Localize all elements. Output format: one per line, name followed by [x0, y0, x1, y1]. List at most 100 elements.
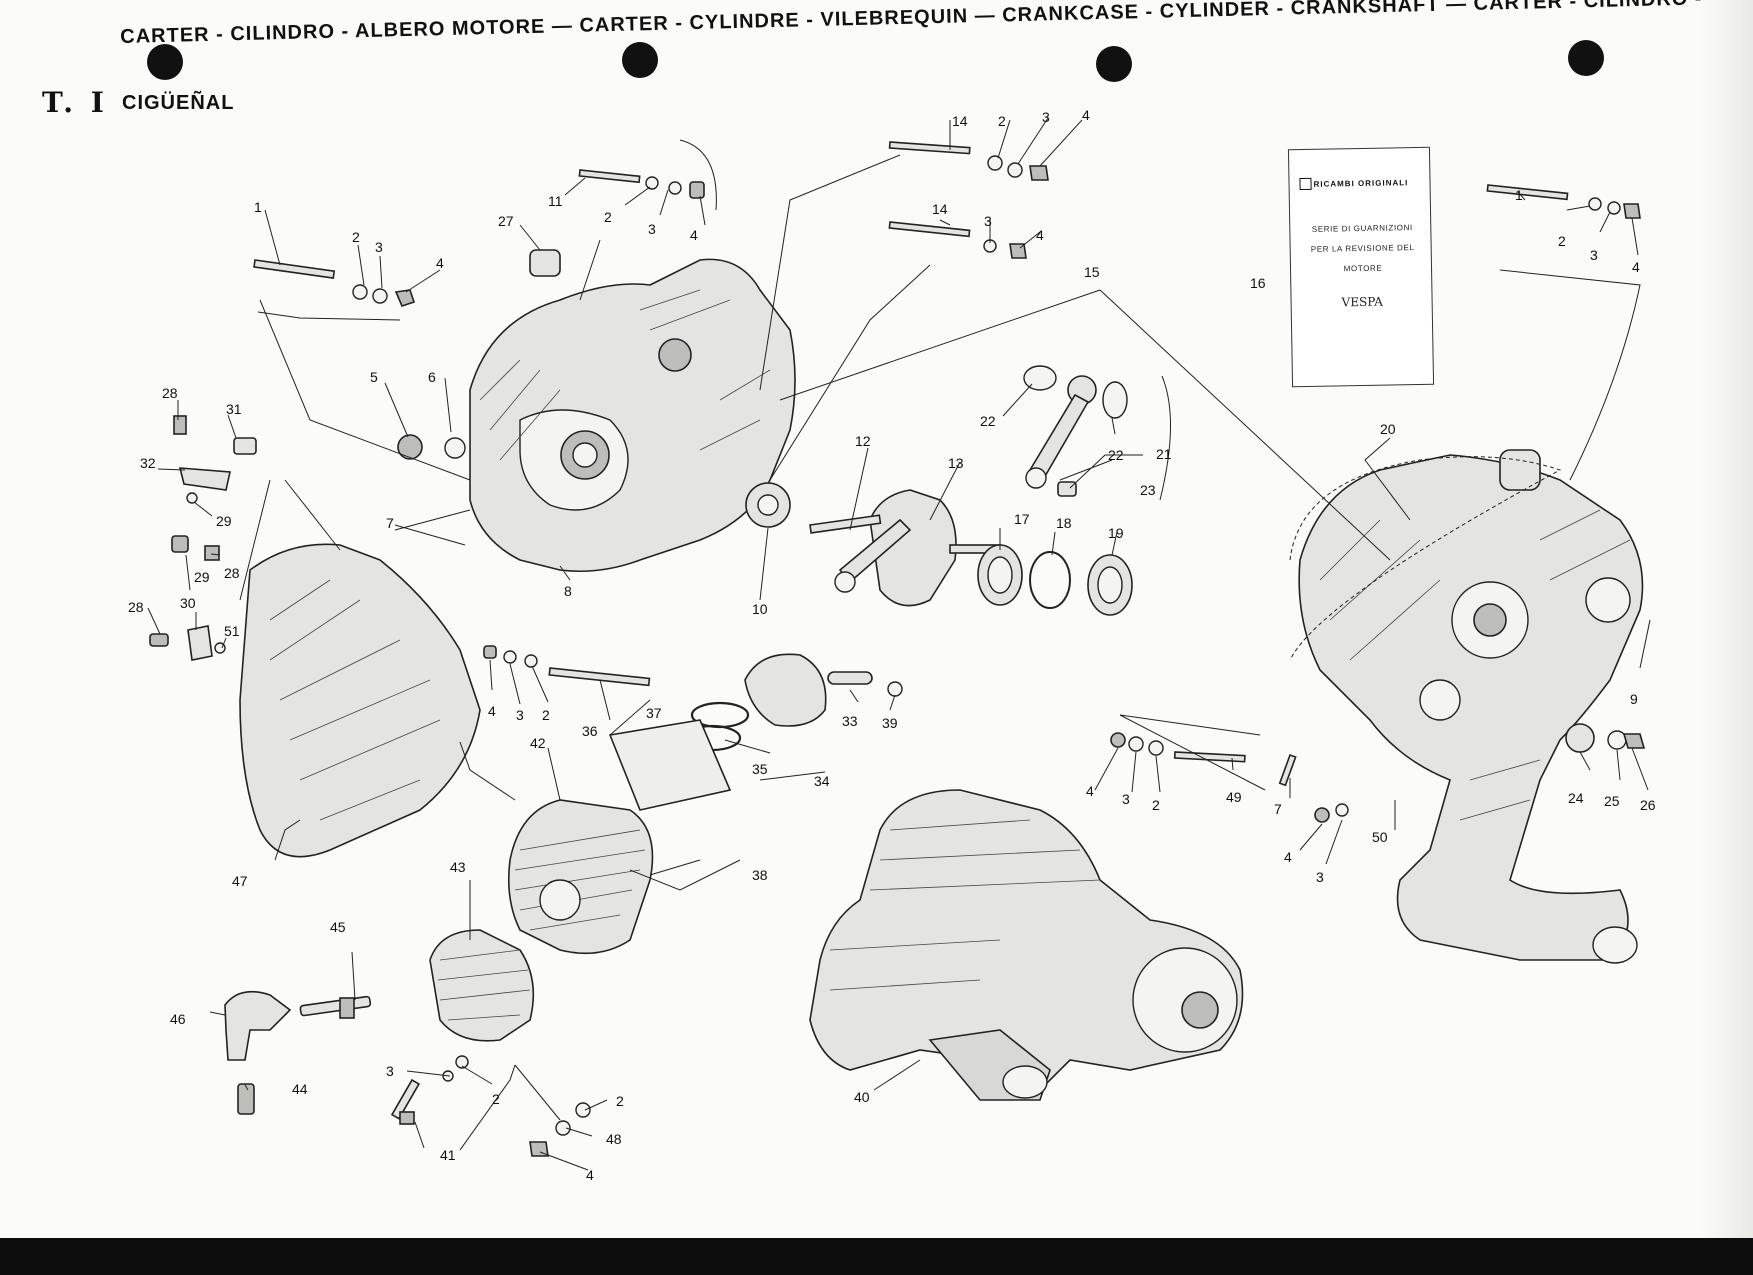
- callout-4: 4: [690, 227, 698, 243]
- callout-37: 37: [646, 705, 662, 721]
- gasket-kit-logo: VESPA: [1341, 294, 1384, 310]
- flywheel-cover-47: [239, 543, 481, 858]
- callout-32: 32: [140, 455, 156, 471]
- callout-3: 3: [648, 221, 656, 237]
- callout-33: 33: [842, 713, 858, 729]
- cylinder-42: [507, 719, 732, 955]
- callout-44: 44: [292, 1081, 308, 1097]
- callout-5: 5: [370, 369, 378, 385]
- callout-11: 11: [548, 193, 563, 209]
- page-edge-shadow: [1700, 0, 1753, 1238]
- callout-13: 13: [948, 455, 964, 471]
- binder-hole-left: [147, 44, 183, 80]
- callout-14: 14: [952, 113, 968, 129]
- callout-numbers: 1 2 3 4 11 2 3 4 14 2 3 4 14 3 4 27 15 1…: [128, 107, 1656, 1183]
- callout-29: 29: [216, 513, 232, 529]
- callout-18: 18: [1056, 515, 1072, 531]
- callout-2: 2: [352, 229, 360, 245]
- callout-41: 41: [440, 1147, 456, 1163]
- connector-44: [237, 1083, 255, 1115]
- callout-4: 4: [1036, 227, 1044, 243]
- plate-id: T. I: [42, 86, 108, 119]
- callout-21: 21: [1156, 446, 1172, 462]
- callout-4: 4: [436, 255, 444, 271]
- callout-19: 19: [1108, 525, 1124, 541]
- callout-2: 2: [542, 707, 550, 723]
- callout-47: 47: [232, 873, 248, 889]
- callout-2: 2: [604, 209, 612, 225]
- callout-7: 7: [1274, 801, 1282, 817]
- callout-40: 40: [854, 1089, 870, 1105]
- callout-49: 49: [1226, 789, 1242, 805]
- scan-border: [0, 1238, 1753, 1275]
- callout-28: 28: [128, 599, 144, 615]
- callout-1: 1: [1515, 187, 1523, 203]
- callout-24: 24: [1568, 790, 1584, 806]
- binder-hole-right: [1568, 40, 1604, 76]
- callout-3: 3: [1122, 791, 1130, 807]
- fittings-right: [1110, 184, 1646, 823]
- callout-2: 2: [1152, 797, 1160, 813]
- small-fittings-left: [149, 415, 466, 661]
- callout-48: 48: [606, 1131, 622, 1147]
- spark-plug-45: [299, 995, 372, 1019]
- crankshaft-13: [809, 489, 1001, 607]
- callout-3: 3: [1590, 247, 1598, 263]
- callout-23: 23: [1140, 482, 1156, 498]
- bolt-set-top-left: [253, 141, 1049, 307]
- callout-3: 3: [1042, 109, 1050, 125]
- callout-29: 29: [194, 569, 210, 585]
- callout-7: 7: [386, 515, 394, 531]
- callout-3: 3: [1316, 869, 1324, 885]
- callout-28: 28: [224, 565, 240, 581]
- callout-43: 43: [450, 859, 466, 875]
- fasteners-bottom: [390, 1055, 591, 1157]
- gasket-kit-line3: MOTORE: [1343, 263, 1383, 274]
- callout-6: 6: [428, 369, 436, 385]
- spark-plug-cap-46: [224, 990, 292, 1061]
- callout-3: 3: [984, 213, 992, 229]
- callout-3: 3: [375, 239, 383, 255]
- callout-30: 30: [180, 595, 196, 611]
- callout-4: 4: [488, 703, 496, 719]
- callout-31: 31: [226, 401, 242, 417]
- callout-25: 25: [1604, 793, 1620, 809]
- callout-2: 2: [1558, 233, 1566, 249]
- gasket-kit-card: RICAMBI ORIGINALI SERIE DI GUARNIZIONI P…: [1287, 146, 1435, 388]
- piston-assembly-34: [682, 653, 903, 752]
- callout-28: 28: [162, 385, 178, 401]
- gasket-kit-description: SERIE DI GUARNIZIONI PER LA REVISIONE DE…: [1304, 218, 1421, 280]
- binder-hole-center: [622, 42, 658, 78]
- callout-2: 2: [492, 1091, 500, 1107]
- callout-42: 42: [530, 735, 546, 751]
- binder-hole-right-center: [1096, 46, 1132, 82]
- callout-3: 3: [516, 707, 524, 723]
- callout-39: 39: [882, 715, 898, 731]
- callout-35: 35: [752, 761, 768, 777]
- gasket-kit-brand: RICAMBI ORIGINALI: [1313, 178, 1409, 189]
- assembled-engine-40: [809, 789, 1244, 1101]
- callout-2: 2: [998, 113, 1006, 129]
- stud-36: [483, 645, 651, 687]
- callout-4: 4: [1632, 259, 1640, 275]
- callout-2: 2: [616, 1093, 624, 1109]
- gasket-kit-line2: PER LA REVISIONE DEL: [1310, 243, 1415, 254]
- connecting-rod-21: [1023, 365, 1128, 497]
- crankshaft-seals-17-18-19: [977, 544, 1133, 616]
- callout-17: 17: [1014, 511, 1030, 527]
- callout-1: 1: [254, 199, 262, 215]
- callout-22: 22: [1108, 447, 1124, 463]
- leader-lines: [147, 117, 1651, 1171]
- callout-27: 27: [498, 213, 514, 229]
- callout-46: 46: [170, 1011, 186, 1027]
- callout-22: 22: [980, 413, 996, 429]
- callout-4: 4: [1086, 783, 1094, 799]
- cylinder-head-43: [429, 929, 535, 1042]
- crankcase-half-left: [469, 258, 796, 572]
- callout-38: 38: [752, 867, 768, 883]
- callout-4: 4: [586, 1167, 594, 1183]
- callout-51: 51: [224, 623, 240, 639]
- callout-50: 50: [1372, 829, 1388, 845]
- callout-20: 20: [1380, 421, 1396, 437]
